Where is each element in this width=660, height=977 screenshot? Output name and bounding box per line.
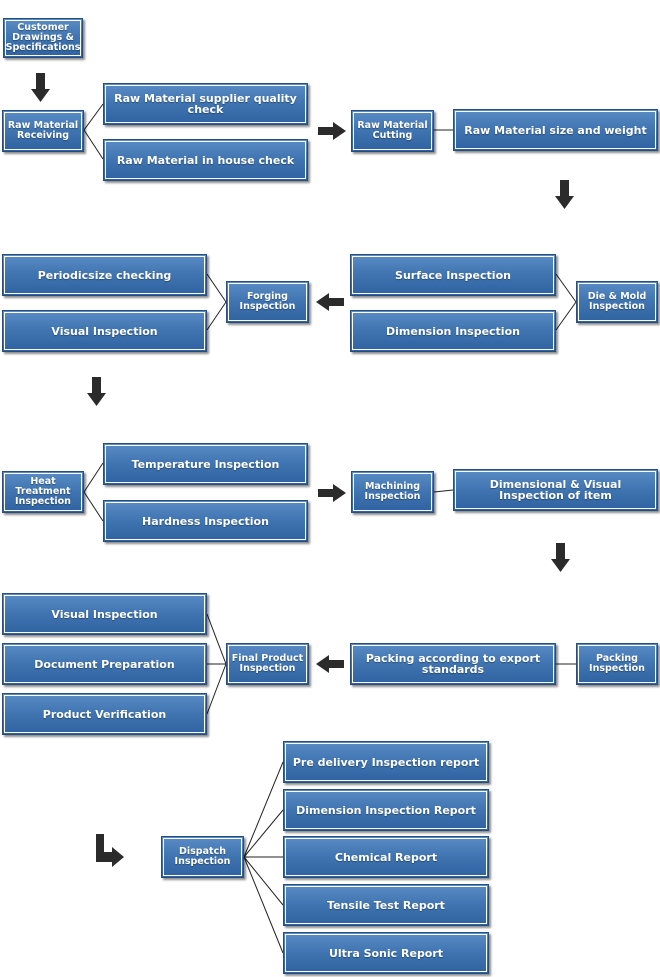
flow-arrows [31,73,574,867]
left-arrow-1 [316,293,344,311]
temperature-inspection-node: Temperature Inspection [103,443,308,485]
connector-lines [83,103,577,954]
ultra-sonic-report-node: Ultra Sonic Report [283,932,489,974]
document-preparation-node: Document Preparation [2,643,207,685]
left-arrow-2 [316,655,344,673]
connector-receiving-supplier [83,103,104,131]
visual-inspection-final-node: Visual Inspection [2,593,207,635]
down-arrow-2 [555,180,574,209]
raw-material-receiving-node: Raw Material Receiving [2,110,84,152]
connector-dispatch-tensile [243,856,284,906]
down-arrow-4 [551,543,570,572]
connector-dispatch-predelivery [243,761,284,858]
raw-material-size-weight-node: Raw Material size and weight [453,109,658,151]
machining-inspection-node: Machining Inspection [351,471,434,513]
hardness-inspection-node: Hardness Inspection [103,500,308,542]
dispatch-inspection-node: Dispatch Inspection [161,836,244,878]
raw-material-cutting-node: Raw Material Cutting [351,110,434,152]
right-arrow-1 [318,122,346,140]
connector-die-surface [555,273,577,303]
connector-die-dimension [555,301,577,331]
connector-final-verification [206,663,227,715]
connector-forging-periodic [206,273,227,303]
dimension-inspection-report-node: Dimension Inspection Report [283,789,489,831]
connector-dispatch-ultrasonic [243,856,284,954]
dimensional-visual-inspection-node: Dimensional & Visual Inspection of item [453,469,658,511]
connector-heat-temperature [83,462,104,493]
pre-delivery-report-node: Pre delivery Inspection report [283,741,489,783]
elbow-arrow [96,834,124,867]
connector-machining-dimensional [433,489,454,493]
periodic-size-checking-node: Periodicsize checking [2,254,207,296]
connector-heat-hardness [83,491,104,522]
forging-inspection-node: Forging Inspection [226,281,309,323]
connector-forging-visual [206,301,227,331]
chemical-report-node: Chemical Report [283,836,489,878]
dimension-inspection-node: Dimension Inspection [350,310,556,352]
surface-inspection-node: Surface Inspection [350,254,556,296]
raw-material-in-house-check-node: Raw Material in house check [103,139,308,181]
down-arrow-1 [31,73,50,102]
final-product-inspection-node: Final Product Inspection [226,643,309,685]
connector-final-visual [206,613,227,665]
customer-drawings-node: Customer Drawings & Specifications [3,18,83,58]
connector-dispatch-dimension [243,809,284,858]
heat-treatment-inspection-node: Heat Treatment Inspection [2,471,84,513]
down-arrow-3 [87,377,106,406]
tensile-test-report-node: Tensile Test Report [283,884,489,926]
die-mold-inspection-node: Die & Mold Inspection [576,281,658,323]
packing-export-standards-node: Packing according to export standards [350,643,556,685]
packing-inspection-node: Packing Inspection [576,643,658,685]
connector-receiving-inhouse [83,129,104,160]
product-verification-node: Product Verification [2,693,207,735]
visual-inspection-node: Visual Inspection [2,310,207,352]
raw-material-supplier-check-node: Raw Material supplier quality check [103,83,308,125]
right-arrow-2 [318,484,346,502]
